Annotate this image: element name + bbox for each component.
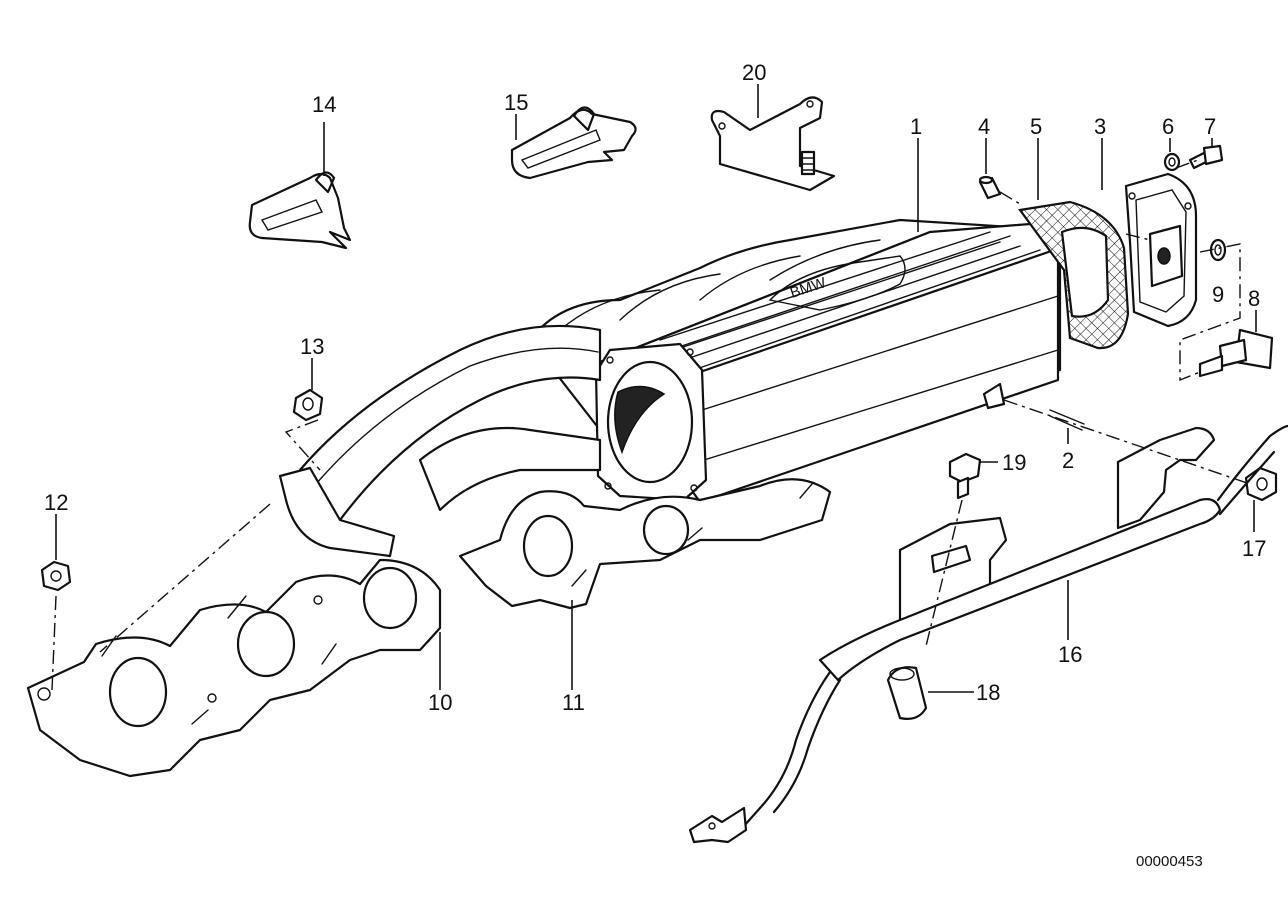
- manifold-gasket-11: [458, 478, 832, 610]
- callout-5: 5: [1030, 114, 1042, 139]
- washer-6: [1163, 152, 1181, 172]
- callout-2: 2: [1062, 448, 1074, 473]
- bolt-7: [1188, 144, 1224, 170]
- callout-19: 19: [1002, 450, 1026, 475]
- callout-11: 11: [562, 690, 585, 715]
- nut-13: [292, 388, 324, 422]
- callouts: 1 2 3 4 5 6 7 8 9 10 11 12 13 14 15 16 1…: [44, 60, 1266, 715]
- bracket-clip-15: [510, 106, 637, 180]
- sensor-8: [1198, 328, 1274, 378]
- callout-13: 13: [300, 334, 324, 359]
- nut-17: [1244, 466, 1278, 502]
- sleeve-4: [978, 175, 1002, 200]
- seal-ring-9: [1209, 238, 1227, 262]
- harness-holder-16: [688, 424, 1288, 844]
- callout-6: 6: [1162, 114, 1174, 139]
- callout-7: 7: [1204, 114, 1216, 139]
- callout-17: 17: [1242, 536, 1266, 561]
- end-cover-plate-3: [1124, 172, 1198, 328]
- assembly-lines: [51, 159, 1251, 691]
- reference-number: 00000453: [1136, 853, 1203, 870]
- intake-plenum-1: BMW: [528, 218, 1062, 504]
- callout-4: 4: [978, 114, 990, 139]
- gasket-5: [1018, 200, 1130, 350]
- grommet-18: [886, 666, 928, 720]
- leader-lines: [55, 84, 1257, 693]
- callout-18: 18: [976, 680, 1000, 705]
- callout-10: 10: [428, 690, 452, 715]
- callout-14: 14: [312, 92, 336, 117]
- support-bracket-20: [710, 96, 836, 192]
- callout-15: 15: [504, 90, 528, 115]
- callout-12: 12: [44, 490, 68, 515]
- bracket-clip-14: [248, 171, 352, 250]
- callout-20: 20: [742, 60, 766, 85]
- screw-19: [948, 452, 982, 500]
- intake-runner: [278, 324, 602, 558]
- manifold-gasket-10: [26, 558, 442, 778]
- callout-1: 1: [910, 114, 922, 139]
- callout-3: 3: [1094, 114, 1106, 139]
- stud-2: [1049, 409, 1085, 431]
- hex-nut-12: [40, 560, 72, 592]
- callout-8: 8: [1248, 286, 1260, 311]
- callout-16: 16: [1058, 642, 1082, 667]
- callout-9: 9: [1212, 282, 1224, 307]
